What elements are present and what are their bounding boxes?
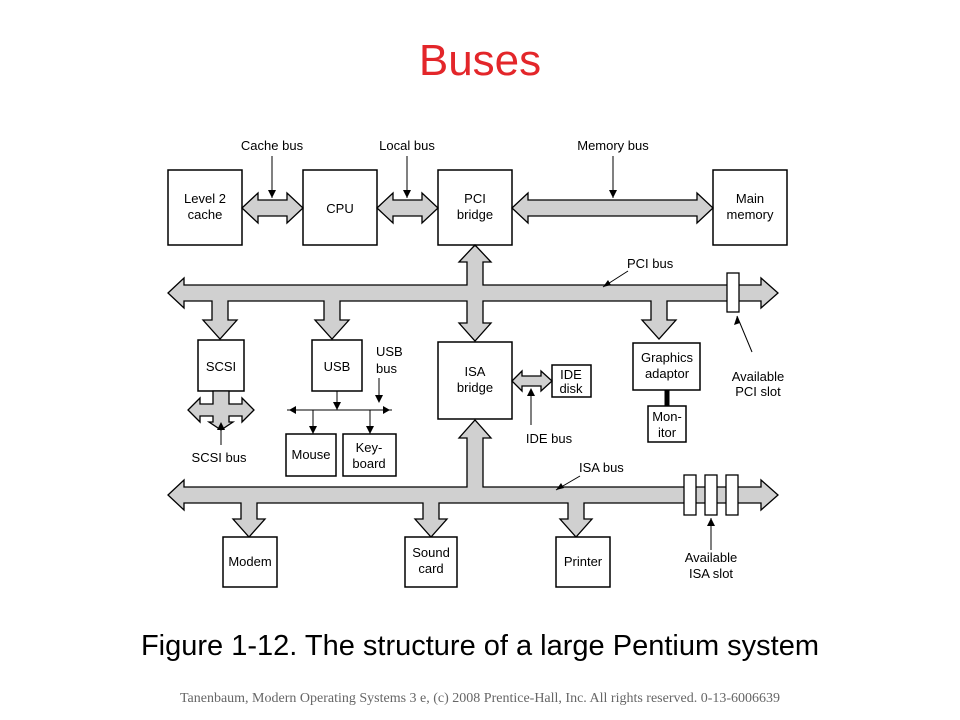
isa-slot <box>683 474 697 516</box>
scsi-bus-arrow <box>187 390 255 431</box>
main-memory-box: Main memory <box>712 169 788 246</box>
ide-disk-box: IDE disk <box>551 364 592 398</box>
svg-text:bus: bus <box>376 361 397 376</box>
svg-text:CPU: CPU <box>326 201 353 216</box>
printer-box: Printer <box>555 536 611 588</box>
pci-bus-arrow <box>167 244 779 342</box>
cpu-box: CPU <box>302 169 378 246</box>
usb-bus-label: USB <box>376 344 403 359</box>
svg-text:Main: Main <box>736 191 764 206</box>
svg-text:Modem: Modem <box>228 554 271 569</box>
svg-text:Key-: Key- <box>356 440 383 455</box>
local-bus-label: Local bus <box>379 138 435 153</box>
svg-text:adaptor: adaptor <box>645 366 690 381</box>
isa-slot <box>725 474 739 516</box>
copyright-credit: Tanenbaum, Modern Operating Systems 3 e,… <box>179 691 781 706</box>
scsi-box: SCSI <box>197 339 245 392</box>
svg-text:bridge: bridge <box>457 207 493 222</box>
svg-text:ISA: ISA <box>465 364 486 379</box>
memory-bus-arrow <box>511 191 714 225</box>
memory-bus-label: Memory bus <box>577 138 649 153</box>
svg-text:PCI: PCI <box>464 191 486 206</box>
pci-slot <box>726 272 740 313</box>
slide-title: Buses <box>418 36 542 85</box>
svg-text:Graphics: Graphics <box>641 350 694 365</box>
pci-bus-label: PCI bus <box>627 256 674 271</box>
isa-bus-label: ISA bus <box>579 460 624 475</box>
cache-bus-label: Cache bus <box>241 138 304 153</box>
ide-bus-label: IDE bus <box>526 431 573 446</box>
monitor-box: Mon- itor <box>647 405 687 443</box>
svg-text:cache: cache <box>188 207 223 222</box>
svg-text:Level 2: Level 2 <box>184 191 226 206</box>
svg-text:IDE: IDE <box>560 367 582 382</box>
mouse-box: Mouse <box>285 433 337 477</box>
svg-text:PCI slot: PCI slot <box>735 384 781 399</box>
pci-bridge-box: PCI bridge <box>437 169 513 246</box>
svg-text:memory: memory <box>727 207 774 222</box>
isa-bridge-box: ISA bridge <box>437 341 513 420</box>
modem-box: Modem <box>222 536 278 588</box>
svg-text:SCSI: SCSI <box>206 359 236 374</box>
svg-text:bridge: bridge <box>457 380 493 395</box>
svg-text:card: card <box>418 561 443 576</box>
svg-text:itor: itor <box>658 425 677 440</box>
svg-text:Printer: Printer <box>564 554 603 569</box>
ide-bus-arrow <box>511 369 553 393</box>
svg-text:ISA slot: ISA slot <box>689 566 733 581</box>
svg-text:USB: USB <box>324 359 351 374</box>
svg-text:Mon-: Mon- <box>652 409 682 424</box>
sound-card-box: Sound card <box>404 536 458 588</box>
scsi-bus-label: SCSI bus <box>192 450 247 465</box>
graphics-adaptor-box: Graphics adaptor <box>632 342 701 391</box>
usb-box: USB <box>311 339 363 392</box>
svg-text:disk: disk <box>559 381 583 396</box>
svg-text:Mouse: Mouse <box>291 447 330 462</box>
figure-caption: Figure 1-12. The structure of a large Pe… <box>140 630 820 662</box>
keyboard-box: Key- board <box>342 433 397 477</box>
available-pci-slot-label: Available <box>732 369 785 384</box>
level2-cache-box: Level 2 cache <box>167 169 243 246</box>
svg-text:board: board <box>352 456 385 471</box>
local-bus-arrow <box>376 191 439 225</box>
cache-bus-arrow <box>241 191 304 225</box>
isa-slot <box>704 474 718 516</box>
available-isa-slot-label: Available <box>685 550 738 565</box>
svg-text:Sound: Sound <box>412 545 450 560</box>
isa-bus-arrow <box>167 419 779 538</box>
